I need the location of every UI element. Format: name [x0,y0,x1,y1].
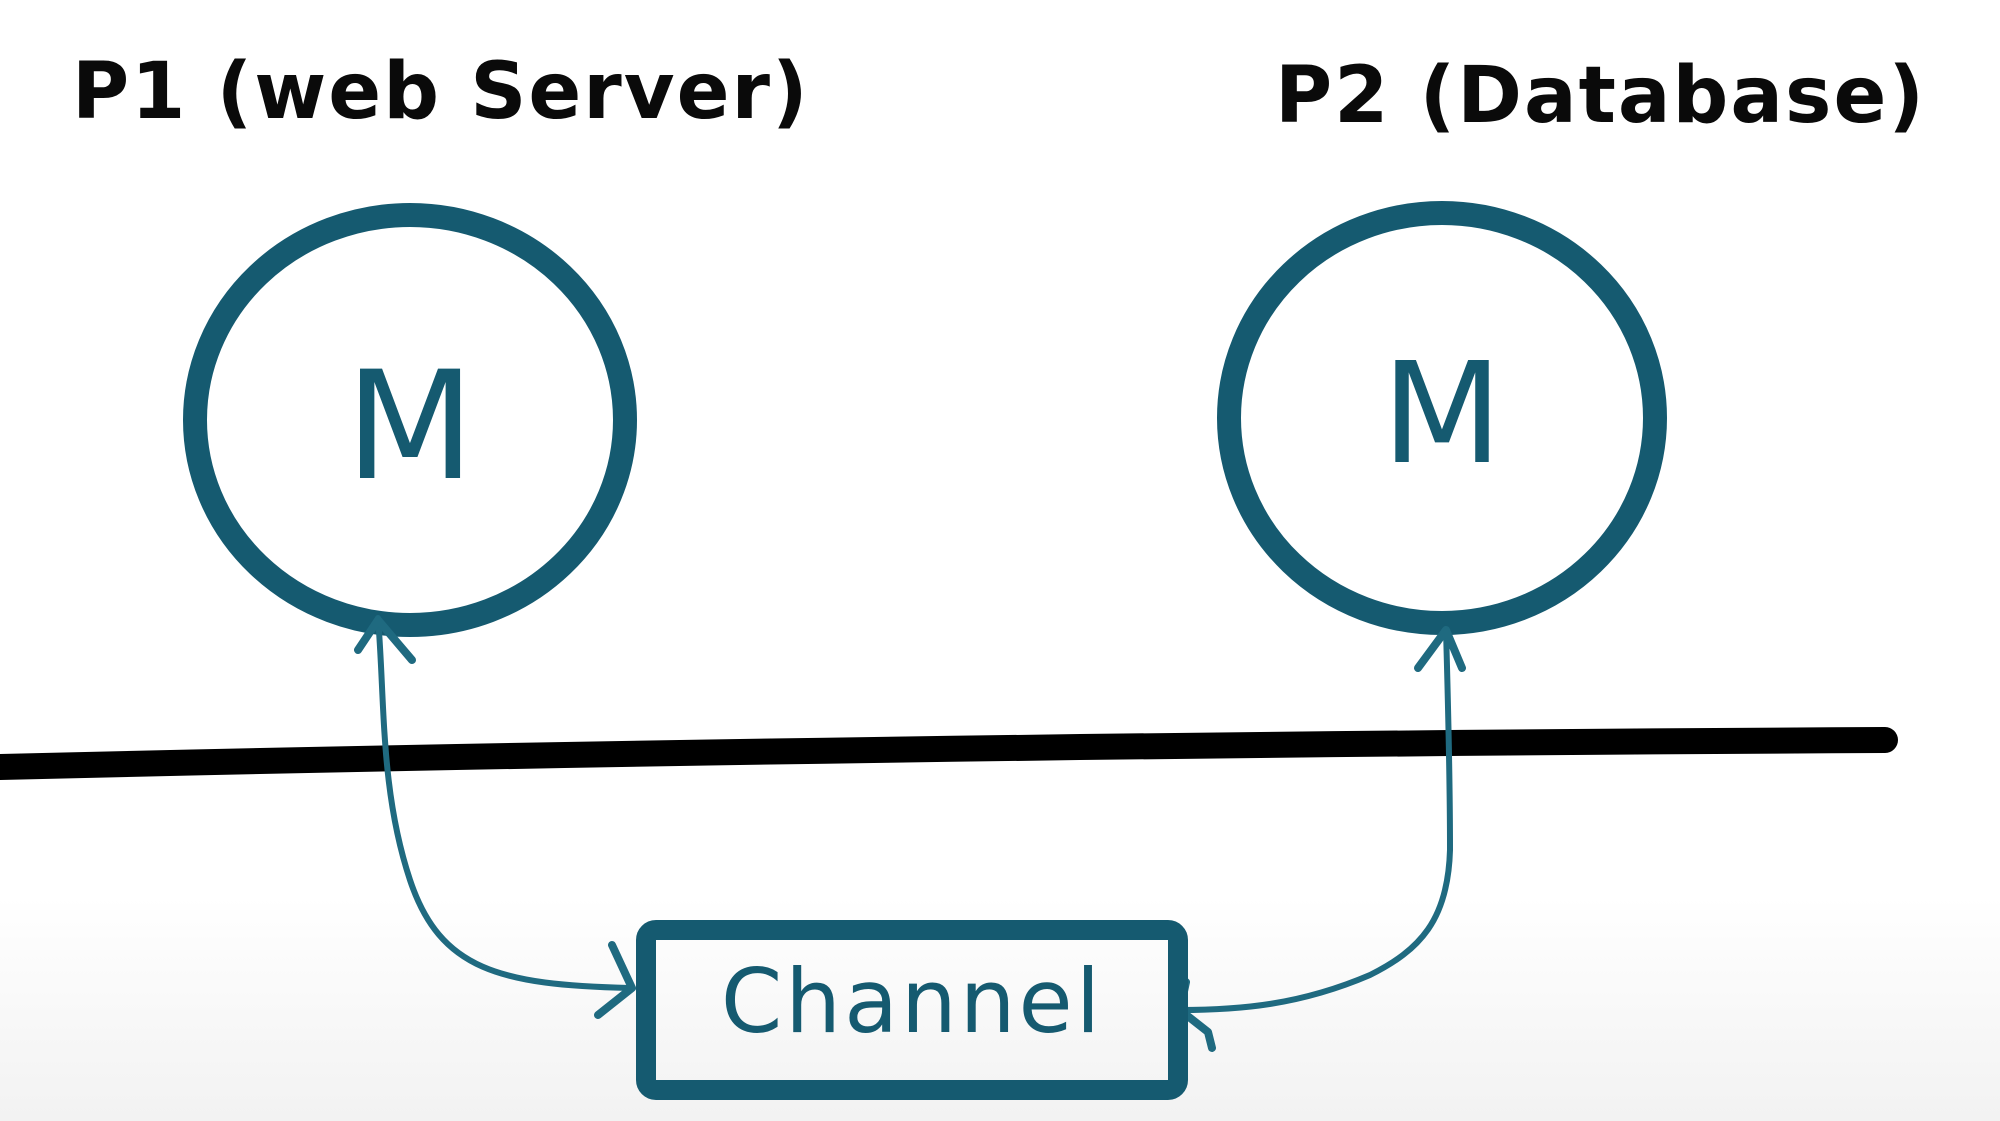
process-2-circle [1217,201,1667,635]
edge-line-process-2 [1177,627,1454,1013]
edge-process-2-channel [1176,626,1466,1052]
edge-process-1-channel [354,615,636,1019]
channel-node[interactable]: Channel [636,920,1188,1100]
process-1-node-text: M [345,340,474,514]
boundary-line [0,727,1898,780]
channel-label: Channel [721,950,1103,1053]
process-1-label: P1 (web Server) [72,47,810,137]
process-1-node[interactable]: M [183,203,637,637]
process-2-node-text: M [1382,333,1503,496]
process-1-circle [183,203,637,637]
channel-box [636,920,1188,1100]
arrowhead-right-icon [594,941,636,1019]
process-2-label: P2 (Database) [1275,51,1926,141]
arrowhead-up-icon [354,616,416,664]
edge-line-process-1 [375,615,633,991]
arrowhead-up-icon [1414,626,1466,672]
process-2-node[interactable]: M [1217,201,1667,635]
